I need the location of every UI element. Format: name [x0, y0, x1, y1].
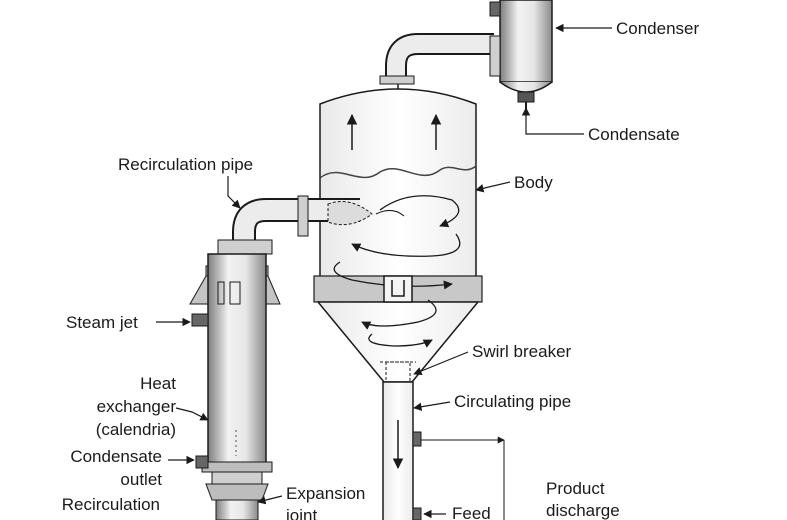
label-recirculation-bottom: Recirculation: [62, 495, 160, 514]
feed-piping: [412, 431, 505, 520]
label-circulating-pipe: Circulating pipe: [454, 392, 571, 411]
condenser: [489, 0, 553, 110]
label-feed: Feed: [452, 504, 491, 520]
label-product-discharge-2: discharge: [546, 501, 620, 520]
label-condensate: Condensate: [588, 125, 680, 144]
label-condensate-outlet-1: Condensate: [70, 447, 162, 466]
label-heat-exchanger-3: (calendria): [96, 420, 176, 439]
leader-lines: [156, 23, 612, 519]
evaporator-body: [313, 88, 483, 520]
label-body: Body: [514, 173, 553, 192]
label-product-discharge-1: Product: [546, 479, 605, 498]
label-heat-exchanger-1: Heat: [140, 374, 176, 393]
label-recirculation-pipe: Recirculation pipe: [118, 155, 253, 174]
label-expansion-joint-2: joint: [285, 506, 317, 520]
vapour-pipe: [379, 33, 501, 96]
heat-exchanger: [189, 239, 281, 520]
label-expansion-joint-1: Expansion: [286, 484, 365, 503]
label-swirl-breaker: Swirl breaker: [472, 342, 572, 361]
label-heat-exchanger-2: exchanger: [97, 397, 177, 416]
recirculation-pipe: [232, 195, 405, 240]
label-steam-jet: Steam jet: [66, 313, 138, 332]
label-condenser: Condenser: [616, 19, 700, 38]
label-condensate-outlet-2: outlet: [120, 470, 162, 489]
